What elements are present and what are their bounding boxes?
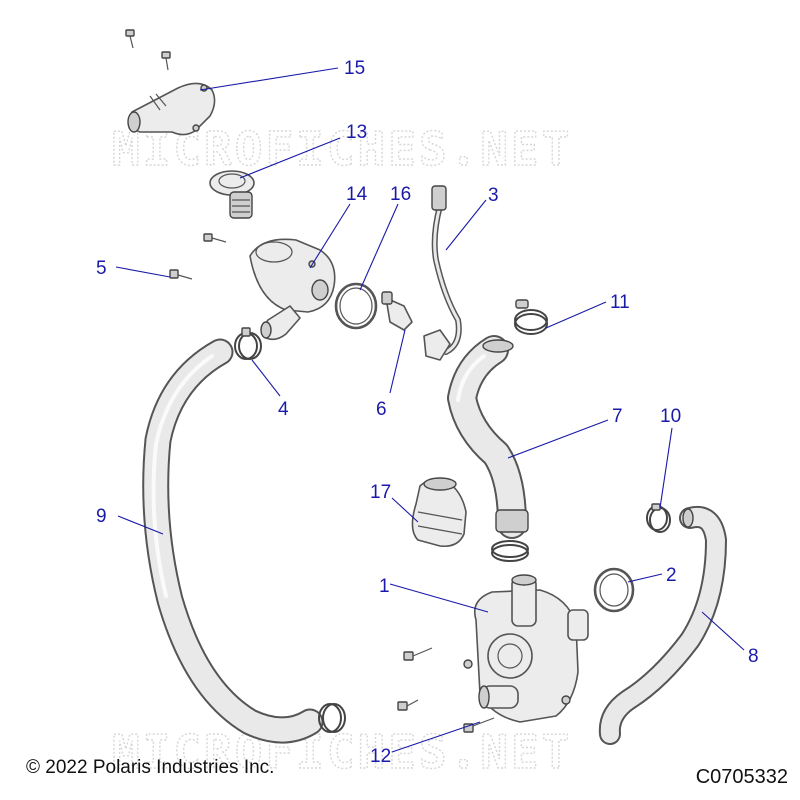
copyright-notice: © 2022 Polaris Industries Inc. bbox=[26, 757, 275, 778]
part-o-ring-16 bbox=[334, 282, 378, 330]
callout-7: 7 bbox=[612, 406, 623, 427]
part-small-bolt-a bbox=[203, 233, 227, 243]
part-thermostat bbox=[209, 170, 255, 219]
leader-lines bbox=[115, 67, 745, 753]
part-thermostat-cover bbox=[127, 82, 216, 136]
part-hose-8 bbox=[598, 506, 727, 745]
part-bolts-12 bbox=[397, 647, 495, 733]
callout-6: 6 bbox=[376, 399, 387, 420]
callout-4: 4 bbox=[278, 399, 289, 420]
callout-16: 16 bbox=[390, 184, 411, 205]
part-elbow-17 bbox=[411, 477, 467, 548]
part-temp-sensor bbox=[381, 291, 413, 331]
callout-17: 17 bbox=[370, 482, 391, 503]
callout-12: 12 bbox=[370, 746, 391, 767]
part-hose-9 bbox=[142, 338, 324, 744]
callout-8: 8 bbox=[748, 646, 759, 667]
callout-2: 2 bbox=[666, 565, 677, 586]
callout-13: 13 bbox=[346, 122, 367, 143]
part-hose-7 bbox=[447, 335, 529, 539]
callout-5: 5 bbox=[96, 258, 107, 279]
part-clamp-10 bbox=[646, 503, 671, 533]
watermark-bottom: MICROFICHES.NET bbox=[112, 725, 572, 779]
part-clamp-4 bbox=[234, 327, 262, 360]
callout-15: 15 bbox=[344, 58, 365, 79]
part-water-pump bbox=[463, 574, 589, 723]
part-bolt-5 bbox=[169, 269, 193, 280]
part-gasket-2 bbox=[593, 567, 635, 613]
part-clamp-bottom-left bbox=[318, 703, 346, 733]
part-clamp-7-bottom bbox=[491, 540, 529, 562]
callout-11: 11 bbox=[610, 292, 630, 313]
callout-14: 14 bbox=[346, 184, 368, 205]
callout-1: 1 bbox=[379, 576, 390, 597]
callout-3: 3 bbox=[488, 185, 499, 206]
part-clamp-11 bbox=[514, 299, 548, 335]
part-wire-harness bbox=[423, 185, 462, 361]
callout-9: 9 bbox=[96, 506, 107, 527]
callout-labels: 1 2 3 4 5 6 7 8 9 10 11 12 13 14 15 16 1… bbox=[96, 58, 759, 767]
part-thermostat-housing bbox=[249, 238, 336, 341]
drawing-code: C0705332 bbox=[695, 766, 788, 788]
part-cover-bolts bbox=[125, 29, 171, 71]
part-o-ring-16-inner bbox=[339, 287, 373, 325]
callout-10: 10 bbox=[660, 406, 681, 427]
